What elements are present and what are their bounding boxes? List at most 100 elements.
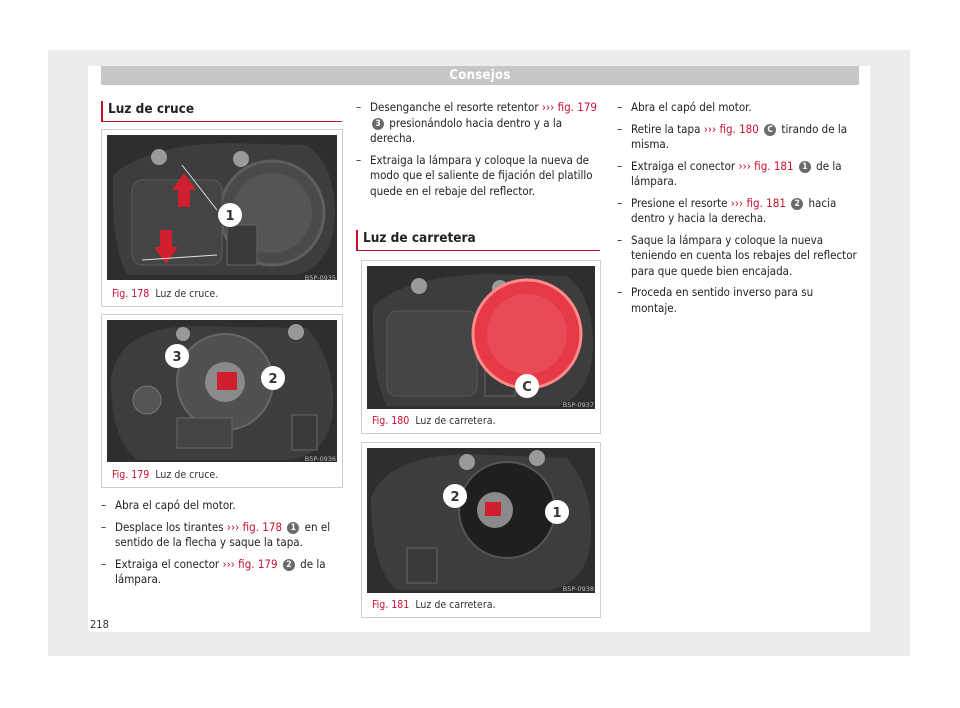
steps-list-luz-de-cruce-cont: –Desenganche el resorte retentor ››› fig… [356,100,601,205]
figure-reference: ››› fig. 179 [542,100,597,114]
callout-badge: 2 [282,558,295,571]
dash-bullet: – [101,498,107,512]
section-accent [101,101,103,121]
dash-bullet: – [617,232,623,247]
figure-reference: ››› fig. 178 [227,520,282,534]
figure-code: B5P-0935 [304,274,336,282]
steps-list-luz-de-cruce: –Abra el capó del motor.–Desplace los ti… [101,498,341,594]
callout-2: 2 [450,490,459,505]
figure-180: C B5P-0937 Fig. 180 Luz de carretera. [361,260,601,434]
callout-badge: 2 [791,197,804,210]
step-text: Abra el capó del motor. [115,498,236,512]
figure-code: B5P-0936 [304,455,336,463]
figure-181-image: 2 1 [367,448,595,593]
ref-label: fig. 178 [242,519,283,534]
figure-181: 2 1 B5P-0938 Fig. 181 Luz de carretera. [361,442,601,618]
figure-caption: Fig. 178 Luz de cruce. [112,288,218,300]
figure-179: 3 2 B5P-0936 Fig. 179 Luz de cruce. [101,314,343,488]
ref-label: fig. 179 [238,556,278,571]
section-title-luz-de-carretera: Luz de carretera [363,230,476,246]
dash-bullet: – [617,158,623,173]
callout-1: 1 [552,506,561,521]
callout-badge: 1 [798,160,811,173]
dash-bullet: – [101,519,107,534]
figure-reference: ››› fig. 181 [731,196,786,210]
section-rule [356,250,600,251]
step-item: –Retire la tapa ››› fig. 180 C tirando d… [617,122,857,153]
figure-178: 1 B5P-0935 Fig. 178 Luz de cruce. [101,129,343,307]
ref-arrow: ››› [541,100,555,114]
figure-reference: ››› fig. 180 [704,122,759,136]
step-text: Extraiga el conector [115,556,223,571]
ref-arrow: ››› [222,556,235,571]
ref-arrow: ››› [730,195,744,210]
figure-reference: ››› fig. 181 [738,159,793,173]
chapter-header: Consejos [101,66,859,85]
section-rule [101,121,342,122]
page-number: 218 [90,618,109,631]
figure-number: Fig. 180 [372,415,410,427]
ref-label: fig. 181 [754,158,794,173]
callout-2: 2 [268,372,277,387]
figure-caption-text: Luz de cruce. [155,469,219,481]
ref-arrow: ››› [226,519,240,534]
figure-code: B5P-0937 [562,401,594,409]
callout-badge: 1 [287,521,300,534]
figure-caption: Fig. 181 Luz de carretera. [372,599,496,611]
figure-number: Fig. 178 [112,288,150,300]
step-text: Saque la lámpara y coloque la nueva teni… [631,232,857,278]
callout-1: 1 [225,209,234,224]
step-item: –Saque la lámpara y coloque la nueva ten… [617,233,857,280]
step-text: Extraiga la lámpara y coloque la nueva d… [370,152,593,198]
step-item: –Desenganche el resorte retentor ››› fig… [356,100,601,147]
step-text: en el sentido de la flecha y saque la ta… [115,519,331,550]
step-text: Desplace los tirantes [115,519,227,534]
ref-label: fig. 180 [719,121,759,136]
figure-caption-text: Luz de carretera. [415,599,496,611]
section-title-luz-de-cruce: Luz de cruce [108,101,195,117]
figure-caption: Fig. 179 Luz de cruce. [112,469,218,481]
figure-180-image: C [367,266,595,409]
step-item: –Abra el capó del motor. [101,498,341,514]
step-text: presionándolo hacia dentro y a la derech… [370,115,563,146]
step-item: –Desplace los tirantes ››› fig. 178 1 en… [101,520,341,551]
step-text: hacia dentro y hacia la derecha. [631,195,837,226]
step-item: –Presione el resorte ››› fig. 181 2 haci… [617,196,857,227]
step-text: Desenganche el resorte retentor [370,100,542,114]
dash-bullet: – [356,152,362,167]
step-item: –Extraiga el conector ››› fig. 181 1 de … [617,159,857,190]
callout-badge: C [764,123,777,136]
dash-bullet: – [617,195,623,210]
callout-3: 3 [172,350,181,365]
ref-label: fig. 181 [746,195,786,210]
callout-badge: 3 [372,117,384,130]
dash-bullet: – [356,100,362,114]
step-text: Proceda en sentido inverso para su monta… [631,285,814,315]
ref-arrow: ››› [738,158,751,173]
ref-label: fig. 179 [557,100,597,114]
figure-caption-text: Luz de cruce. [155,288,219,300]
step-text: tirando de la misma. [631,121,848,152]
step-text: Retire la tapa [631,121,704,136]
step-item: –Extraiga la lámpara y coloque la nueva … [356,153,601,200]
figure-code: B5P-0938 [562,585,594,593]
ref-arrow: ››› [703,121,717,136]
step-text: de la lámpara. [631,158,842,189]
step-item: –Abra el capó del motor. [617,100,857,116]
step-text: de la lámpara. [115,556,326,587]
figure-caption: Fig. 180 Luz de carretera. [372,415,496,427]
callout-c: C [522,380,532,395]
dash-bullet: – [617,121,623,136]
dash-bullet: – [617,285,623,299]
figure-caption-text: Luz de carretera. [415,415,496,427]
step-text: Extraiga el conector [631,158,739,173]
figure-179-image: 3 2 [107,320,337,462]
figure-number: Fig. 179 [112,469,150,481]
step-text: Presione el resorte [631,195,731,210]
figure-reference: ››› fig. 179 [222,557,277,571]
figure-number: Fig. 181 [372,599,410,611]
steps-list-luz-de-carretera: –Abra el capó del motor. –Retire la tapa … [617,100,857,322]
step-item: –Proceda en sentido inverso para su mont… [617,285,857,316]
dash-bullet: – [101,556,107,571]
figure-178-image: 1 [107,135,337,280]
